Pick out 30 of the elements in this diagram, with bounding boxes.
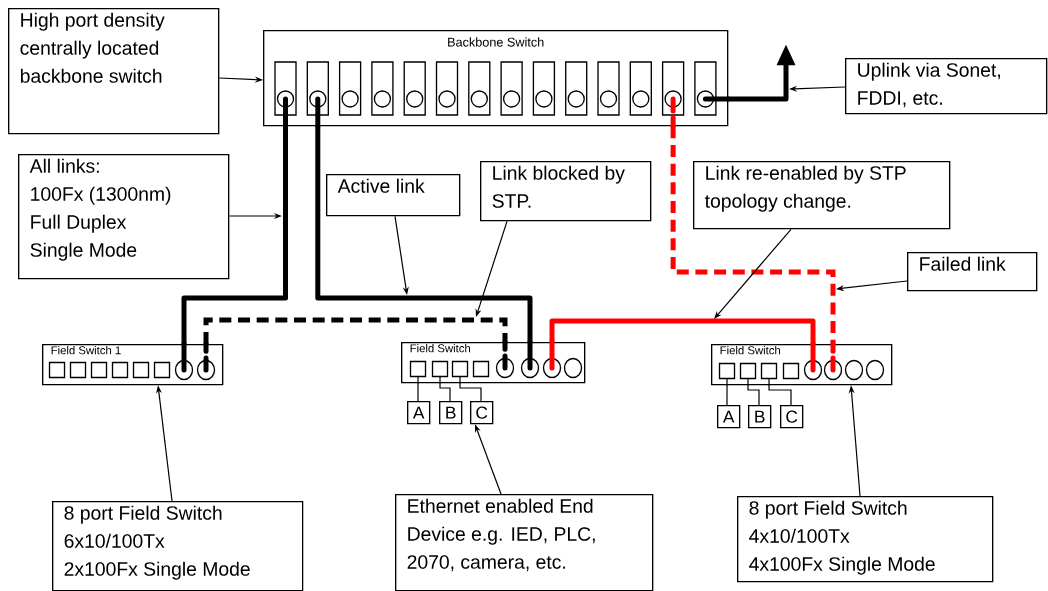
connector — [670, 126, 836, 344]
callout-box: High port density centrally located backbone switch — [8, 8, 220, 135]
switch-box: Field Switch 1 — [42, 344, 224, 386]
callout-box: Link blocked by STP. — [480, 161, 652, 222]
device-box: B — [748, 405, 772, 429]
device-box: A — [407, 401, 431, 425]
callout-box: Link re-enabled by STP topology change. — [693, 161, 951, 230]
callout-box: Active link — [326, 174, 461, 217]
device-box: C — [780, 405, 804, 429]
callout-box: 8 port Field Switch 4x10/100Tx 4x100Fx Single Mode — [737, 496, 994, 583]
callout-box: 8 port Field Switch 6x10/100Tx 2x100Fx Single Mode — [52, 501, 304, 591]
leader-line — [417, 382, 419, 402]
leader-line — [747, 384, 760, 406]
callout-box: Ethernet enabled End Device e.g. IED, PLC, 2070, camera, etc. — [395, 494, 654, 591]
leader-line — [726, 384, 728, 406]
device-box: C — [470, 401, 494, 425]
connector — [549, 318, 816, 347]
device-box: B — [439, 401, 463, 425]
connector — [203, 317, 508, 344]
callout-box: All links: 100Fx (1300nm) Full Duplex Single Mode — [18, 154, 230, 280]
leader-line — [439, 382, 451, 402]
switch-box: Backbone Switch — [263, 30, 729, 127]
device-box: A — [717, 405, 741, 429]
switch-box: Field Switch — [711, 344, 893, 386]
switch-box: Field Switch — [401, 342, 586, 384]
callout-box: Uplink via Sonet, FDDI, etc. — [845, 58, 1048, 115]
callout-box: Failed link — [907, 252, 1038, 292]
leader-line — [714, 228, 792, 319]
leader-line — [768, 384, 792, 406]
leader-line — [459, 382, 482, 402]
